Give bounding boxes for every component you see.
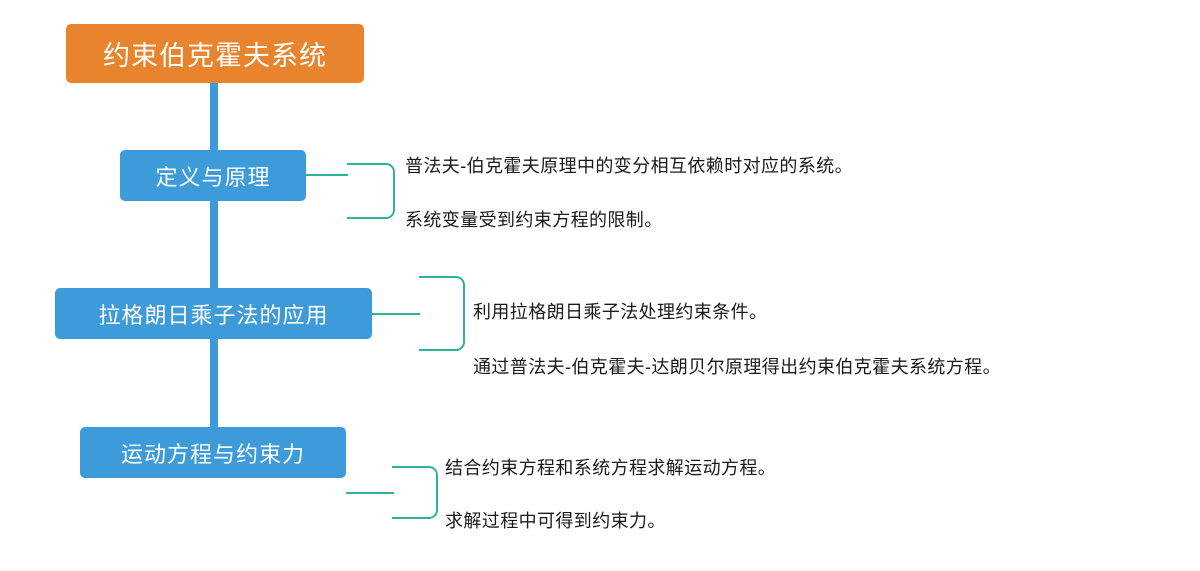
branch-node-2-label: 拉格朗日乘子法的应用 [98,302,329,328]
leaf-text-3-1: 结合约束方程和系统方程求解运动方程。 [445,458,777,478]
connector-bracket-3 [392,466,438,519]
branch-node-1-label: 定义与原理 [155,164,271,190]
branch-node-3-label: 运动方程与约束力 [120,441,305,467]
root-node[interactable]: 约束伯克霍夫系统 [66,24,364,83]
connector-stub-2 [372,313,420,315]
root-node-label: 约束伯克霍夫系统 [103,41,327,71]
leaf-text-1-2: 系统变量受到约束方程的限制。 [405,210,663,230]
leaf-text-1-1: 普法夫-伯克霍夫原理中的变分相互依赖时对应的系统。 [405,156,853,176]
connector-stub-1 [306,174,348,176]
connector-stub-3 [346,492,394,494]
leaf-text-2-1: 利用拉格朗日乘子法处理约束条件。 [473,302,768,322]
branch-node-2[interactable]: 拉格朗日乘子法的应用 [55,288,372,339]
connector-bracket-2 [419,276,465,351]
trunk-spine [210,80,218,455]
connector-bracket-1 [347,163,395,219]
leaf-text-3-2: 求解过程中可得到约束力。 [445,511,666,531]
leaf-text-2-2: 通过普法夫-伯克霍夫-达朗贝尔原理得出约束伯克霍夫系统方程。 [473,357,1001,377]
branch-node-3[interactable]: 运动方程与约束力 [80,427,346,478]
branch-node-1[interactable]: 定义与原理 [120,150,306,201]
